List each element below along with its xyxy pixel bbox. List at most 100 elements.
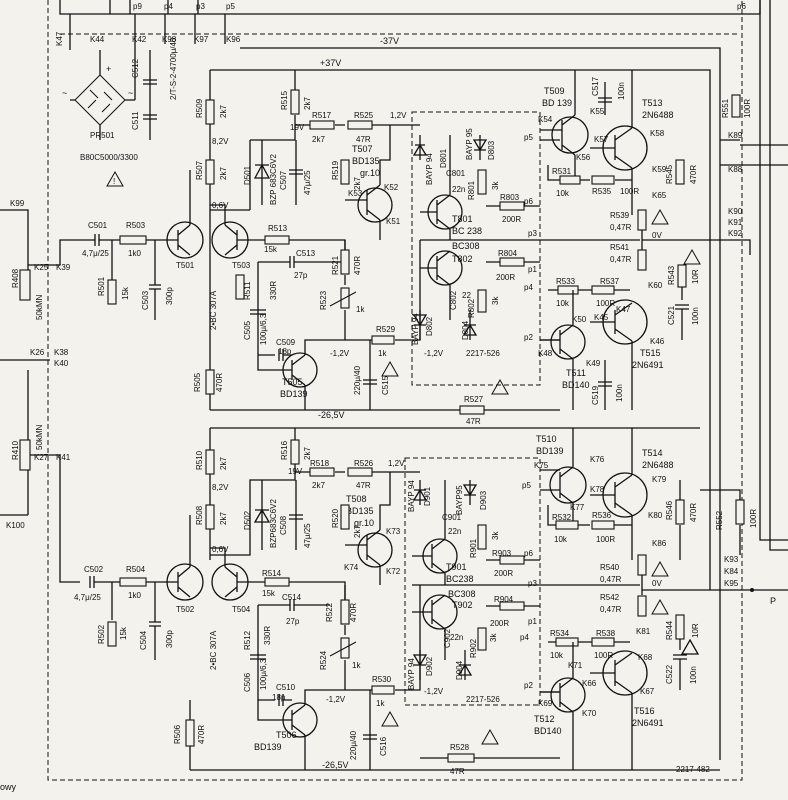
t512-label: T512	[534, 714, 555, 724]
c501-label: C501	[88, 221, 108, 230]
t514-type: 2N6488	[642, 460, 674, 470]
k77-label: K77	[570, 503, 585, 512]
module-p4: p4	[524, 283, 533, 292]
r528-value: 47R	[450, 767, 465, 776]
caption-fragment: owy	[0, 782, 17, 792]
r535-value: 100R	[620, 187, 639, 196]
r535-label: R535	[592, 187, 612, 196]
r502-label: R502	[97, 624, 106, 644]
k45-label: K45	[594, 313, 609, 322]
r523-label: R523	[319, 290, 328, 310]
k79-label: K79	[652, 475, 667, 484]
lower-module-p1: p1	[528, 617, 537, 626]
t509-label: T509	[544, 86, 565, 96]
r521-label: R521	[331, 255, 340, 275]
r504-label: R504	[126, 565, 146, 574]
k99-label: K99	[10, 199, 25, 208]
d902-label: D902	[425, 656, 434, 676]
bridge-cap-value: 2/T-S-2-4700μ/40	[169, 37, 178, 100]
pin-p6: p6	[737, 2, 746, 11]
k78-label: K78	[590, 485, 605, 494]
lower-module-p4: p4	[520, 633, 529, 642]
conn-k42: K42	[132, 35, 147, 44]
r527-label: R527	[464, 395, 484, 404]
c504-value: 300p	[165, 630, 174, 648]
c506-value: 100μ/6,3	[259, 658, 268, 690]
k41-label: K41	[56, 453, 71, 462]
d901-label: D901	[423, 486, 432, 506]
lower-module-p5: p5	[522, 481, 531, 490]
r802-value: 3k	[491, 296, 500, 305]
r804-value: 200R	[496, 273, 515, 282]
r532-value: 10k	[554, 535, 568, 544]
k100-label: K100	[6, 521, 25, 530]
r543-label: R543	[667, 265, 676, 285]
v06-label: 0,6V	[212, 201, 229, 210]
pin-p3: p3	[196, 2, 205, 11]
k90-label: K90	[728, 207, 743, 216]
module-p2: p2	[524, 333, 533, 342]
k95-label: K95	[724, 579, 739, 588]
module-code: 2217-526	[466, 349, 500, 358]
r529-label: R529	[376, 325, 396, 334]
module-p3: p3	[528, 229, 537, 238]
r538-value: 100R	[594, 651, 613, 660]
r504-value: 1k0	[128, 591, 141, 600]
r529-value: 1k	[378, 349, 387, 358]
t801-type: BC 238	[452, 226, 482, 236]
r408-label: R408	[11, 268, 20, 288]
t901-label: T901	[446, 562, 467, 572]
lower-baypa-label: BAYP 94	[407, 480, 416, 512]
baypb-label: BAYP 95	[465, 128, 474, 160]
r526-label: R526	[354, 459, 374, 468]
upper-channel: K99 R408 50kMN K25 K39 C501 4,7μ/25 R503…	[0, 70, 509, 426]
r510-label: R510	[195, 450, 204, 470]
k81-label: K81	[636, 627, 651, 636]
t502-label: T502	[176, 605, 195, 614]
c502-value: 4,7μ/25	[74, 593, 101, 602]
c519-label: C519	[591, 385, 600, 405]
r540-value: 0,47R	[600, 575, 622, 584]
r540-label: R540	[600, 563, 620, 572]
t510-label: T510	[536, 434, 557, 444]
k49-label: K49	[586, 359, 601, 368]
k56-label: K56	[576, 153, 591, 162]
k91-label: K91	[728, 218, 743, 227]
lower-v0-label: 0V	[652, 579, 662, 588]
c515-label: C515	[381, 375, 390, 395]
k25-label: K25	[34, 263, 49, 272]
k27-label: K27	[34, 453, 49, 462]
t902-label: T902	[452, 600, 473, 610]
baypa-lower-label: BAYP 94	[411, 313, 420, 345]
k54-label: K54	[538, 115, 553, 124]
k84-label: K84	[724, 567, 739, 576]
t504-label: T504	[232, 605, 251, 614]
r507-label: R507	[195, 160, 204, 180]
r515-label: R515	[280, 90, 289, 110]
r542-value: 0,47R	[600, 605, 622, 614]
c521-label: C521	[667, 305, 676, 325]
r531-label: R531	[552, 167, 572, 176]
c505-label: C505	[243, 320, 252, 340]
t802-type: BC308	[452, 241, 480, 251]
k72-label: K72	[386, 567, 401, 576]
r539-label: R539	[610, 211, 630, 220]
k59-label: K59	[652, 165, 667, 174]
c521-value: 100n	[691, 307, 700, 325]
t901-type: BC238	[446, 574, 474, 584]
r546-label: R546	[665, 500, 674, 520]
k53-label: K53	[348, 189, 363, 198]
r901-value: 3k	[491, 531, 500, 540]
bridge-model: B80C5000/3300	[80, 153, 138, 162]
k73-label: K73	[386, 527, 401, 536]
c801-label: C801	[446, 169, 466, 178]
c508-label: C508	[279, 515, 288, 535]
k93-label: K93	[724, 555, 739, 564]
k65-label: K65	[652, 191, 667, 200]
t514-label: T514	[642, 448, 663, 458]
pin-p4: p4	[164, 2, 173, 11]
c511-label: C511	[131, 111, 140, 130]
lower-v06-label: 0,6V	[212, 545, 229, 554]
r539-value: 0,47R	[610, 223, 632, 232]
r517-value: 2k7	[312, 135, 325, 144]
